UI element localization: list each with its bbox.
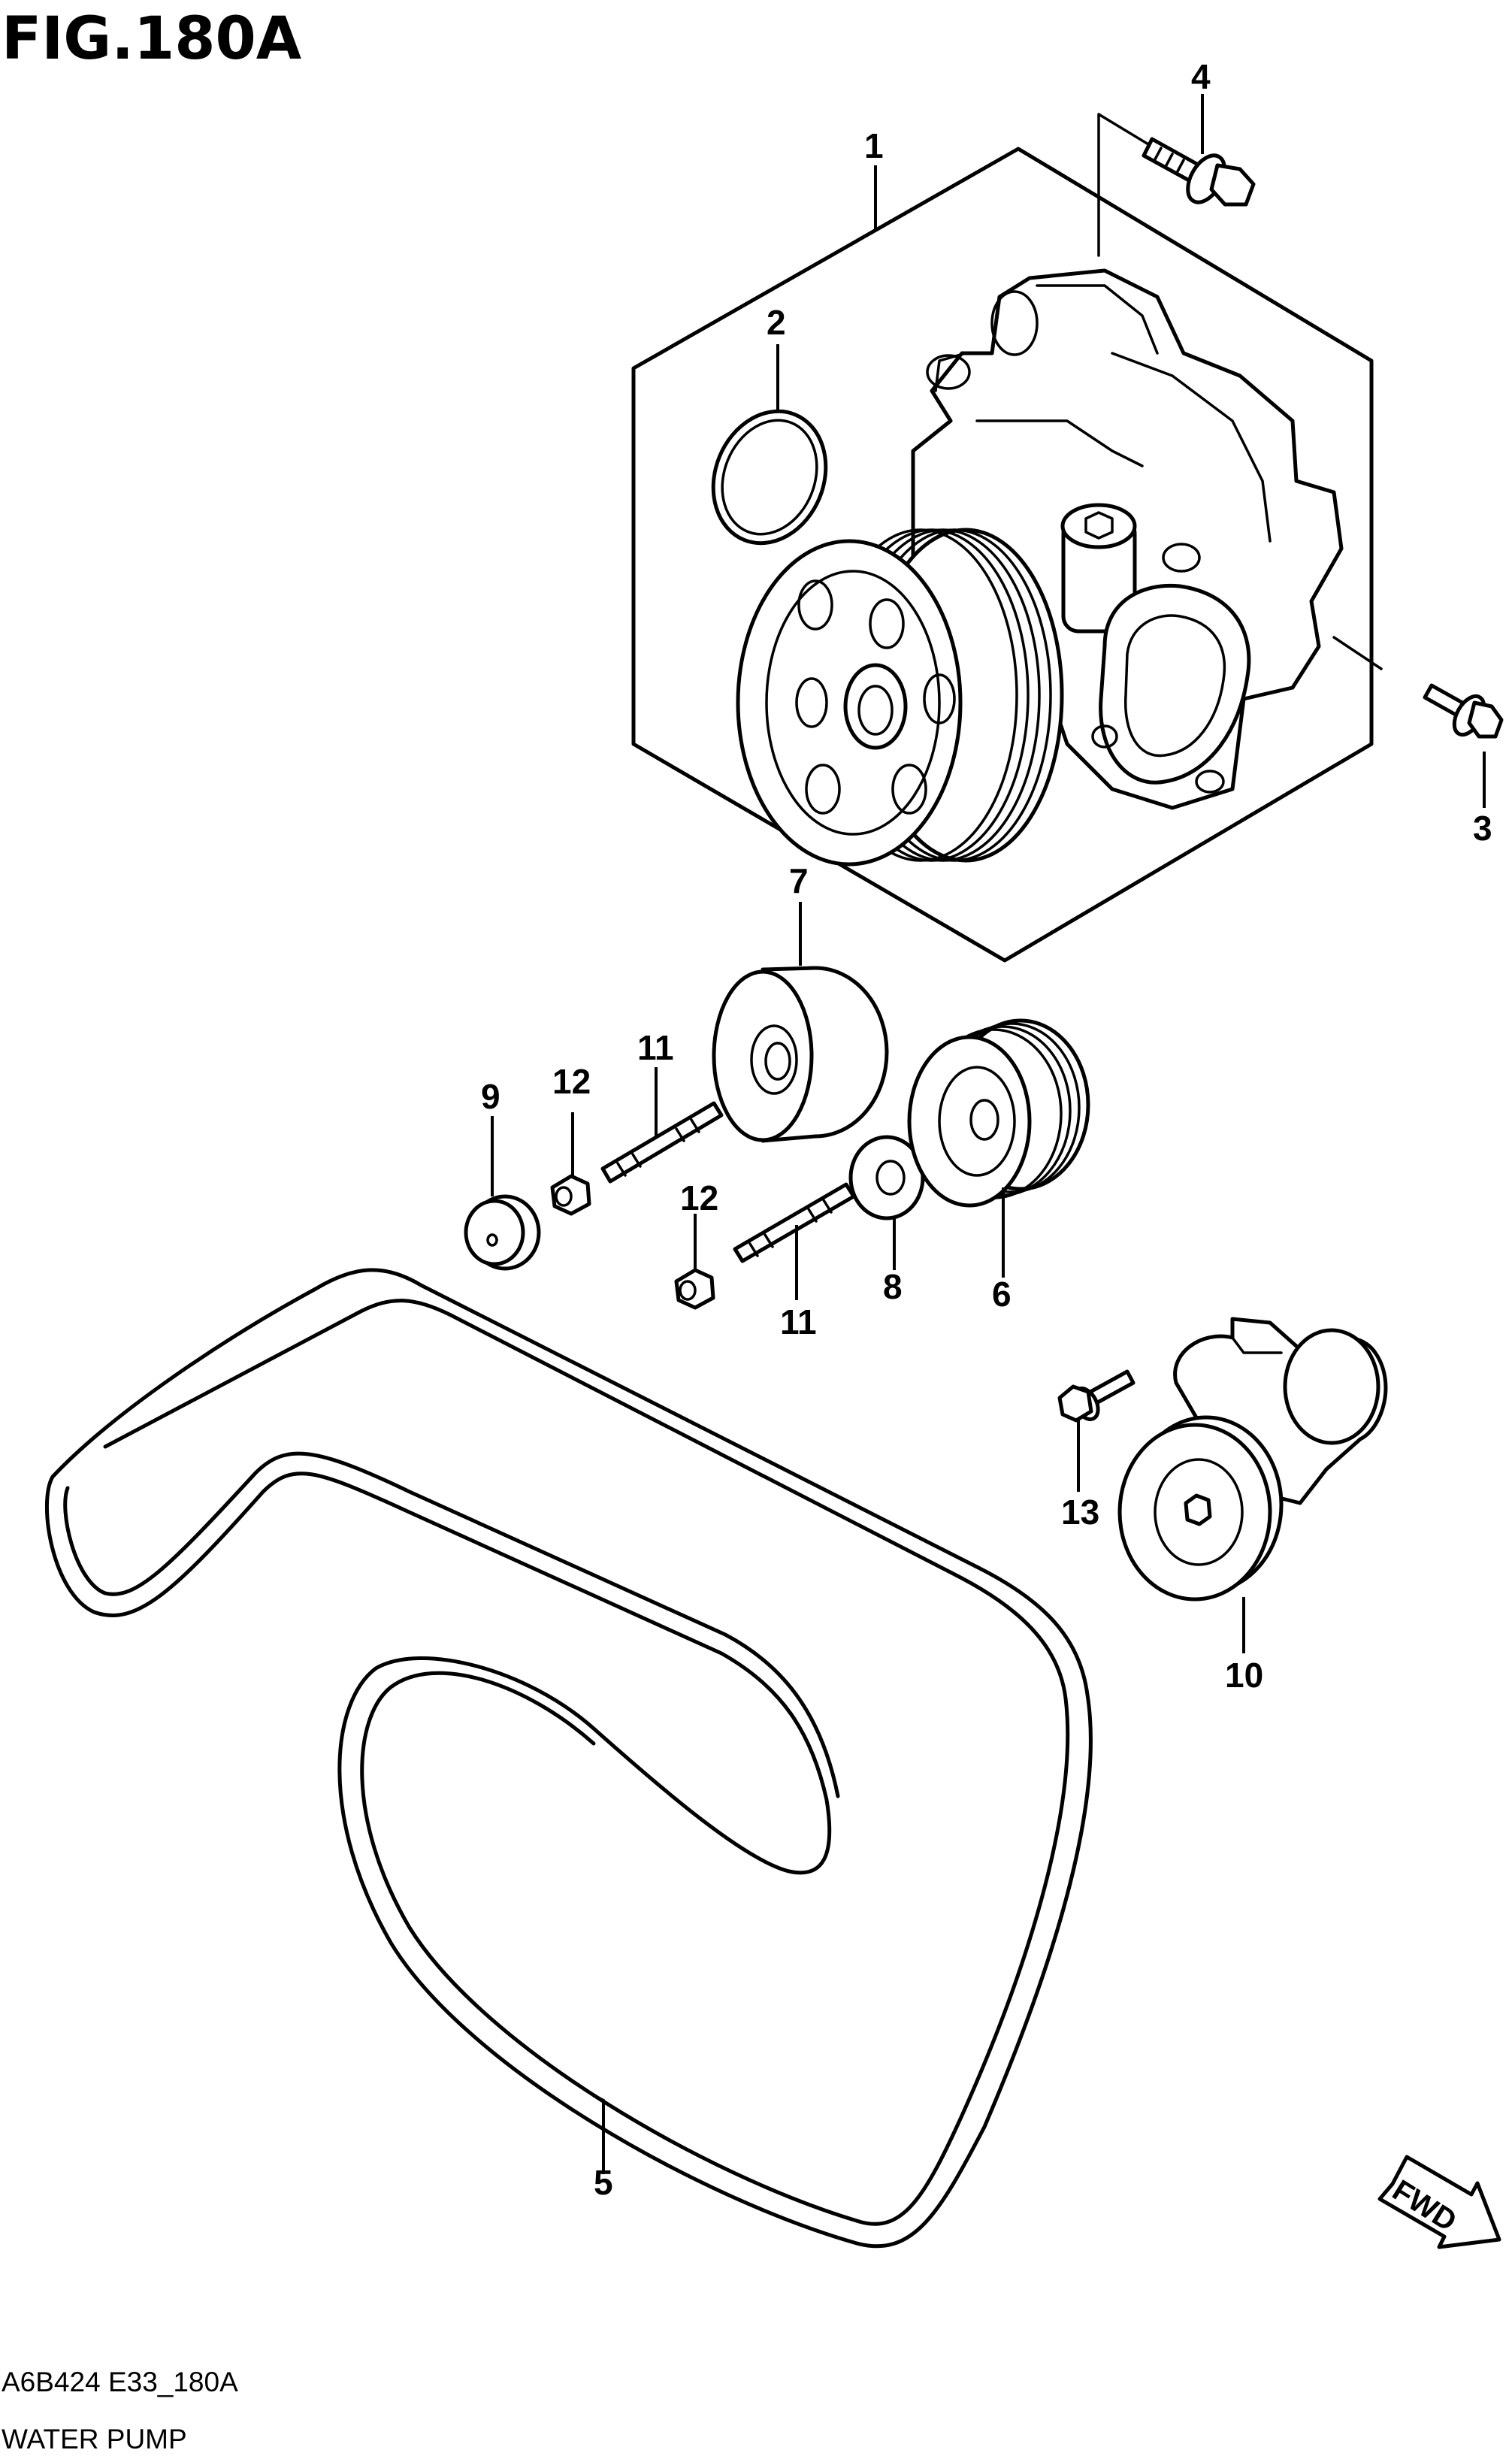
bolt-part-3 [1332,636,1504,739]
bolt-4-thread-a [1154,147,1163,161]
idler-7-bearing [750,1024,798,1095]
cap-9-face [464,1199,525,1266]
o-ring-inner [721,419,818,536]
cap-9-center [486,1233,498,1247]
idler-7-band-top [761,966,818,972]
housing-rib [1036,284,1159,355]
pulley-window-4 [891,764,927,815]
diagram-caption: WATER PUMP [2,2424,187,2454]
callout-numbers: 1 2 3 4 5 6 7 8 9 10 11 11 12 12 13 [481,57,1492,2202]
belt-outer-edge [44,1268,1093,2249]
hex-socket-plug [1084,511,1114,540]
diagram-code: A6B424 E33_180A [2,2367,238,2397]
o-ring-outer [711,409,828,546]
pulley-window-3 [923,673,956,724]
housing-inlet-opening [926,354,971,390]
callout-8: 8 [883,1267,903,1306]
pump-pulley-inner-rim [765,570,941,836]
stud-11-lower-thread-3 [807,1208,818,1223]
drive-belt-part-5 [44,1268,1093,2249]
callout-7: 7 [789,861,809,900]
pump-pulley-hub [843,663,908,750]
outlet-flange [1099,583,1251,785]
stud-11-lower-thread-1 [748,1242,759,1257]
housing-rib-3 [975,419,1144,467]
nut-12-lower-hole [679,1280,697,1301]
stud-11-upper-thread-4 [690,1118,700,1133]
stud-11-lower-thread-2 [764,1233,774,1248]
grooved-pulley-part-6 [907,1018,1090,1208]
bolt-4-head [1209,163,1256,207]
cap-part-9 [464,1194,541,1271]
callout-5: 5 [594,2163,613,2202]
figure-title: FIG.180A [2,5,301,73]
tensioner-pulley-inner [1154,1458,1244,1566]
callout-2: 2 [767,303,786,342]
idler-7-face [712,969,814,1142]
callout-10: 10 [1225,1656,1263,1695]
stud-11-upper-thread-3 [675,1127,685,1142]
pulley-window-2 [869,598,905,649]
housing-rib-2 [1111,352,1272,543]
outlet-port [1123,614,1226,758]
housing-mount-boss [990,290,1039,356]
tensioner-part-10 [1117,1317,1388,1602]
bolt-part-4 [1097,113,1256,257]
callout-11a: 11 [637,1028,674,1067]
callout-12a: 12 [552,1062,591,1101]
leader-lines [491,94,1486,2174]
idler-pulley-part-7 [712,966,889,1143]
belt-inner-edge-lower [103,1299,1070,2226]
stud-11-lower-thread-4 [822,1199,833,1214]
pump-pulley-bore [857,685,894,736]
bolt-4-thread-c [1176,159,1185,173]
idler-7-bore [764,1042,791,1081]
callout-12b: 12 [680,1178,718,1217]
nut-12-upper-hole [555,1186,573,1207]
bolt-part-13 [1057,1369,1136,1423]
housing-bolt-hole [1162,543,1201,573]
pulley-6-inner [938,1066,1016,1177]
pulley-6-face [907,1035,1032,1208]
bolt-4-axis-bracket [1097,113,1157,257]
leader-5 [593,2094,605,2174]
pulley-window-6 [795,677,828,728]
pulley-6-bore [969,1099,999,1141]
callout-3: 3 [1473,809,1492,848]
fwd-direction-arrow: FWD [1377,2155,1501,2249]
stud-part-11-lower [733,1182,856,1263]
pulley-window-5 [805,764,841,815]
stud-11-lower-body [733,1182,856,1263]
callout-1: 1 [864,126,884,165]
bolt-4-thread-b [1165,153,1174,167]
callout-13: 13 [1061,1493,1099,1532]
callout-4: 4 [1191,57,1211,96]
water-pump-assembly [631,147,1374,963]
callout-6: 6 [992,1275,1012,1314]
stud-11-upper-thread-2 [631,1153,642,1168]
belt-inner-edge-upper [63,1451,840,1798]
tensioner-spring-housing [1283,1328,1380,1445]
fwd-arrow-shape [1377,2155,1501,2249]
assembly-frame [631,147,1374,963]
bolt-13-head [1057,1384,1093,1423]
callout-9: 9 [481,1077,500,1116]
pulley-window-1 [797,579,833,631]
housing-boss-top [1060,503,1137,549]
flange-hole [1195,770,1225,794]
callout-11b: 11 [780,1302,817,1341]
nut-part-12-lower [674,1268,715,1310]
stud-11-upper-thread-1 [616,1162,627,1177]
nut-part-12-upper [550,1174,591,1216]
flange-hole-2 [1091,724,1118,749]
spacer-8-hole [875,1160,906,1196]
tensioner-arm-edge [1231,1336,1283,1354]
bolt-3-head [1467,700,1504,739]
bolt-3-axis [1332,636,1383,670]
tensioner-center-bolt [1184,1493,1212,1526]
stud-part-11-upper [600,1101,724,1184]
